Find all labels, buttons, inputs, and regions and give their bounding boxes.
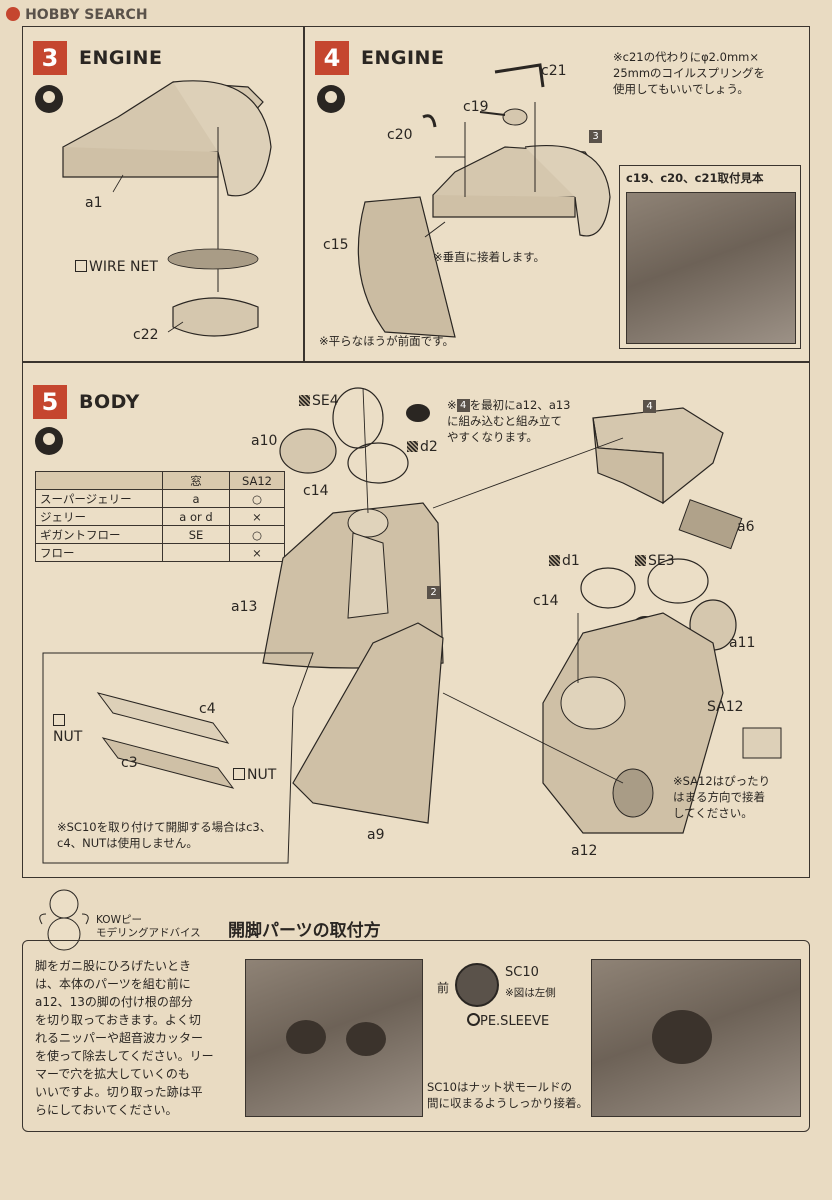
part-c19-label: c19: [463, 99, 489, 115]
advice-mascot: [36, 884, 92, 956]
part-d1-label: d1: [549, 553, 580, 569]
part-a9-label: a9: [367, 827, 385, 843]
part-c3-label: c3: [121, 755, 138, 771]
advice-title: 開脚パーツの取付方: [228, 921, 381, 941]
step-ref-2: 2: [427, 581, 440, 600]
photo-title: c19、c20、c21取付見本: [626, 171, 764, 185]
cut-hole: [346, 1022, 386, 1056]
check-box-icon: [233, 768, 245, 780]
glue-icon: [35, 85, 63, 113]
part-c20-label: c20: [387, 127, 413, 143]
sc10-label: SC10: [505, 965, 539, 980]
glue-icon: [35, 427, 63, 455]
part-se4-label: SE4: [299, 393, 339, 409]
vertical-note: ※垂直に接着します。: [433, 250, 545, 264]
part-se3-label: SE3: [635, 553, 675, 569]
advice-frame: 脚をガニ股にひろげたいとき は、本体のパーツを組む前に a12、13の脚の付け根…: [22, 940, 810, 1132]
step4-title: ENGINE: [361, 47, 445, 69]
sample-photo: [626, 192, 796, 344]
socket-hole: [652, 1010, 712, 1064]
sc10-caption: SC10はナット状モールドの 間に収まるようしっかり接着。: [427, 1080, 588, 1110]
hatch-icon: [635, 555, 646, 566]
step5-panel: 5 BODY 窓 SA12 スーパージェリー a ○ ジェリー a or d ×…: [22, 362, 810, 878]
part-c4-label: c4: [199, 701, 216, 717]
mascot-icon: [39, 889, 89, 951]
hatch-icon: [549, 555, 560, 566]
wire-net-label: WIRE NET: [75, 259, 158, 275]
step5-title: BODY: [79, 391, 140, 413]
hatch-icon: [299, 395, 310, 406]
sc10-diagram-icon: [455, 963, 499, 1007]
part-a11-label: a11: [729, 635, 756, 651]
step3-number: 3: [33, 41, 67, 75]
logo-icon: [6, 7, 20, 21]
sleeve-icon: [467, 1013, 480, 1026]
nut-label: NUT: [233, 767, 276, 783]
part-d2-label: d2: [407, 439, 438, 455]
left-side-note: ※図は左側: [505, 987, 556, 999]
check-box-icon: [75, 260, 87, 272]
sa12-note: ※SA12はぴったり はまる方向で接着 してください。: [673, 774, 771, 820]
step-ref-4: 4: [643, 395, 656, 414]
photo-frame: c19、c20、c21取付見本: [619, 165, 801, 349]
part-a12-label: a12: [571, 843, 598, 859]
flat-note: ※平らなほうが前面です。: [319, 334, 454, 348]
part-a6-label: a6: [737, 519, 755, 535]
part-a1-label: a1: [85, 195, 103, 211]
pe-sleeve-label: PE.SLEEVE: [467, 1013, 549, 1029]
part-c14-label: c14: [303, 483, 329, 499]
variant-table: 窓 SA12 スーパージェリー a ○ ジェリー a or d × ギガントフロ…: [35, 471, 285, 562]
step5-drawing: [42, 387, 782, 864]
glue-icon: [317, 85, 345, 113]
spring-note: ※c21の代わりにφ2.0mm× 25mmのコイルスプリングを 使用してもいいで…: [613, 50, 766, 96]
part-c22-label: c22: [133, 327, 159, 343]
table-row: ジェリー a or d ×: [35, 507, 285, 526]
front-label: 前: [437, 981, 450, 995]
part-c21-label: c21: [541, 63, 567, 79]
table-row: ギガントフロー SE ○: [35, 525, 285, 544]
logo-text: HOBBY SEARCH: [25, 7, 148, 23]
advice-text: 脚をガニ股にひろげたいとき は、本体のパーツを組む前に a12、13の脚の付け根…: [35, 959, 214, 1117]
part-sa12-label: SA12: [707, 699, 744, 715]
step3-title: ENGINE: [79, 47, 163, 69]
step4-drawing: [357, 63, 611, 338]
step3-drawing: [62, 80, 272, 337]
part-c14b-label: c14: [533, 593, 559, 609]
hatch-icon: [407, 441, 418, 452]
leg-cut-photo: [245, 959, 423, 1117]
logo: HOBBY SEARCH: [6, 4, 148, 23]
sc10-photo: [591, 959, 801, 1117]
part-a13-label: a13: [231, 599, 258, 615]
step4-panel: 4 ENGINE ※c21の代わりにφ2.0mm× 25mmのコイルスプリングを…: [304, 26, 810, 362]
table-row: スーパージェリー a ○: [35, 489, 285, 508]
part-a10-label: a10: [251, 433, 278, 449]
nut-label: NUT: [53, 713, 82, 745]
step5-number: 5: [33, 385, 67, 419]
table-row: フロー ×: [35, 543, 285, 562]
check-box-icon: [53, 714, 65, 726]
cut-hole: [286, 1020, 326, 1054]
table-header-row: 窓 SA12: [35, 471, 285, 490]
step4-number: 4: [315, 41, 349, 75]
sc10-note: ※SC10を取り付けて開脚する場合はc3、 c4、NUTは使用しません。: [57, 820, 272, 850]
advice-badge: KOWピー モデリングアドバイス: [96, 914, 201, 939]
step3-panel: 3 ENGINE a1 WIRE NET c22: [22, 26, 304, 362]
step-ref-3: 3: [589, 125, 602, 144]
part-c15-label: c15: [323, 237, 349, 253]
